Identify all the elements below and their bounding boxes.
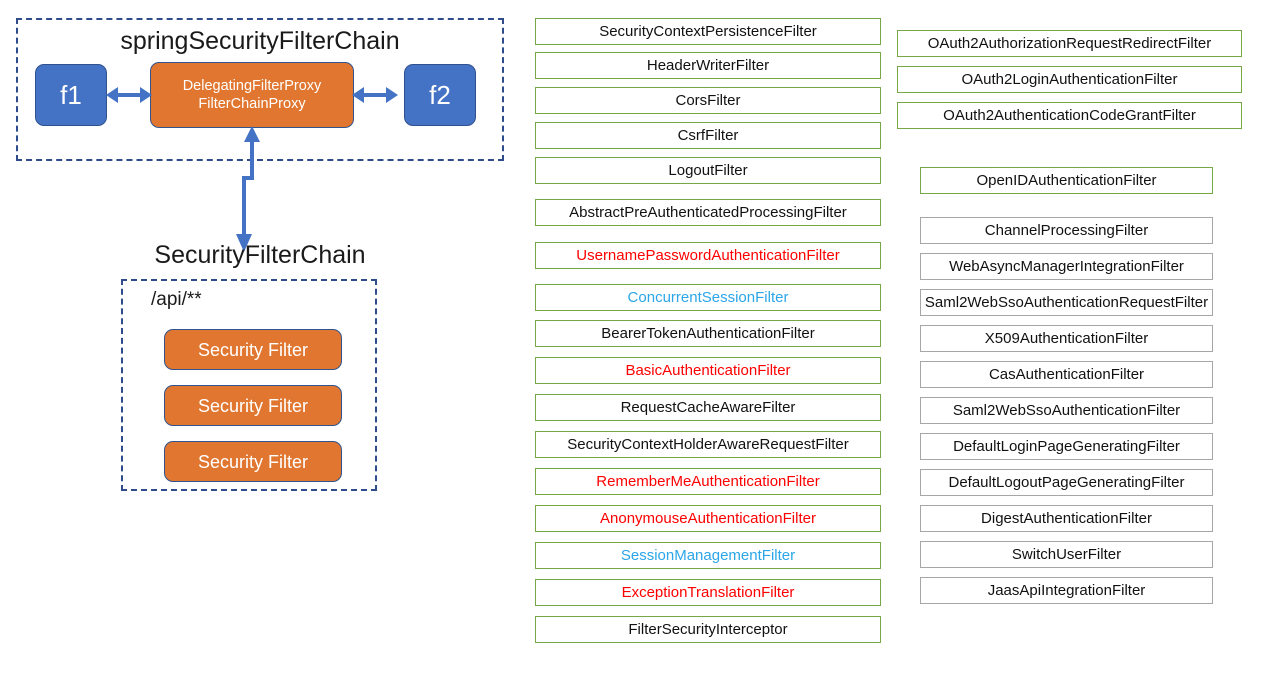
filter-box-label: WebAsyncManagerIntegrationFilter [949, 258, 1184, 275]
filter-box-label: JaasApiIntegrationFilter [987, 582, 1146, 599]
filter-box: ChannelProcessingFilter [920, 217, 1213, 244]
filter-box: DigestAuthenticationFilter [920, 505, 1213, 532]
filter-box-label: ChannelProcessingFilter [984, 222, 1149, 239]
filter-box-label: DefaultLoginPageGeneratingFilter [953, 438, 1180, 455]
filter-box-label: CsrfFilter [677, 127, 739, 144]
filter-box: SecurityContextHolderAwareRequestFilter [535, 431, 881, 458]
filter-box: UsernamePasswordAuthenticationFilter [535, 242, 881, 269]
node-f2: f2 [404, 64, 476, 126]
filter-box-label: CasAuthenticationFilter [988, 366, 1145, 383]
filter-box: ExceptionTranslationFilter [535, 579, 881, 606]
filter-box-label: RequestCacheAwareFilter [620, 399, 796, 416]
filter-box-label: CorsFilter [675, 92, 741, 109]
spring-security-filter-chain-diagram: springSecurityFilterChain f1 DelegatingF… [0, 0, 520, 687]
filter-box: HeaderWriterFilter [535, 52, 881, 79]
filter-box-label: AbstractPreAuthenticatedProcessingFilter [569, 204, 847, 221]
filter-box-label: UsernamePasswordAuthenticationFilter [576, 247, 840, 264]
filter-box: X509AuthenticationFilter [920, 325, 1213, 352]
filter-box: Saml2WebSsoAuthenticationRequestFilter [920, 289, 1213, 316]
filter-box-label: OAuth2AuthenticationCodeGrantFilter [943, 107, 1196, 124]
filter-box: DefaultLogoutPageGeneratingFilter [920, 469, 1213, 496]
node-delegating-filter-proxy: DelegatingFilterProxy FilterChainProxy [150, 62, 354, 128]
security-filter-label: Security Filter [197, 395, 309, 416]
double-arrow-proxy-to-f2-icon [352, 87, 398, 103]
filter-box: SecurityContextPersistenceFilter [535, 18, 881, 45]
filter-box: OAuth2AuthorizationRequestRedirectFilter [897, 30, 1242, 57]
filter-box: SwitchUserFilter [920, 541, 1213, 568]
filter-box: FilterSecurityInterceptor [535, 616, 881, 643]
proxy-label-line1: DelegatingFilterProxy [182, 78, 322, 94]
filter-box-label: AnonymouseAuthenticationFilter [600, 510, 816, 527]
filter-box: BasicAuthenticationFilter [535, 357, 881, 384]
filter-box-label: OAuth2AuthorizationRequestRedirectFilter [927, 35, 1212, 52]
filter-box-label: RememberMeAuthenticationFilter [596, 473, 820, 490]
filter-box-label: Saml2WebSsoAuthenticationFilter [952, 402, 1181, 419]
security-filter-box: Security Filter [164, 329, 342, 370]
filter-box-label: X509AuthenticationFilter [984, 330, 1149, 347]
oauth2-filter-column: OAuth2AuthorizationRequestRedirectFilter… [897, 30, 1242, 129]
filter-box-label: ConcurrentSessionFilter [627, 289, 789, 306]
inner-chain-title: SecurityFilterChain [154, 241, 366, 269]
security-filter-box: Security Filter [164, 385, 342, 426]
filter-box: AbstractPreAuthenticatedProcessingFilter [535, 199, 881, 226]
filter-box: OAuth2LoginAuthenticationFilter [897, 66, 1242, 93]
filter-box: RequestCacheAwareFilter [535, 394, 881, 421]
filter-box: SessionManagementFilter [535, 542, 881, 569]
node-f1: f1 [35, 64, 107, 126]
filter-box: CorsFilter [535, 87, 881, 114]
proxy-label-line2: FilterChainProxy [198, 96, 306, 112]
filter-box-label: SessionManagementFilter [620, 547, 796, 564]
outer-filter-chain-container [16, 18, 504, 161]
filter-box: JaasApiIntegrationFilter [920, 577, 1213, 604]
filter-box: OpenIDAuthenticationFilter [920, 167, 1213, 194]
api-path-pattern: /api/** [151, 289, 202, 310]
filter-box: DefaultLoginPageGeneratingFilter [920, 433, 1213, 460]
filter-box: CsrfFilter [535, 122, 881, 149]
filter-box-label: OpenIDAuthenticationFilter [976, 172, 1157, 189]
outer-chain-title: springSecurityFilterChain [120, 27, 400, 55]
filter-box: OAuth2AuthenticationCodeGrantFilter [897, 102, 1242, 129]
filter-box: AnonymouseAuthenticationFilter [535, 505, 881, 532]
security-filter-label: Security Filter [197, 339, 309, 360]
filter-box-label: SwitchUserFilter [1011, 546, 1122, 563]
filter-box: LogoutFilter [535, 157, 881, 184]
filter-box: ConcurrentSessionFilter [535, 284, 881, 311]
filter-box-label: ExceptionTranslationFilter [621, 584, 795, 601]
filter-box-label: LogoutFilter [668, 162, 748, 179]
security-filter-chain-container [121, 279, 377, 491]
security-filter-box: Security Filter [164, 441, 342, 482]
filter-box-label: BasicAuthenticationFilter [625, 362, 791, 379]
filter-box-label: BearerTokenAuthenticationFilter [601, 325, 815, 342]
filter-box: BearerTokenAuthenticationFilter [535, 320, 881, 347]
filter-box-label: DigestAuthenticationFilter [981, 510, 1152, 527]
filter-box-label: Saml2WebSsoAuthenticationRequestFilter [924, 294, 1209, 311]
filter-box: CasAuthenticationFilter [920, 361, 1213, 388]
filter-box-label: OAuth2LoginAuthenticationFilter [961, 71, 1178, 88]
filter-box: Saml2WebSsoAuthenticationFilter [920, 397, 1213, 424]
double-arrow-proxy-to-securityfilterchain-icon [236, 126, 260, 252]
filter-box-label: HeaderWriterFilter [646, 57, 770, 74]
filter-box-label: FilterSecurityInterceptor [628, 621, 788, 638]
node-f1-label: f1 [60, 79, 82, 110]
filter-box-label: SecurityContextHolderAwareRequestFilter [567, 436, 849, 453]
filter-box-label: DefaultLogoutPageGeneratingFilter [948, 474, 1185, 491]
filter-box: RememberMeAuthenticationFilter [535, 468, 881, 495]
node-f2-label: f2 [429, 79, 451, 110]
double-arrow-f1-to-proxy-icon [106, 87, 152, 103]
filter-box-label: SecurityContextPersistenceFilter [599, 23, 817, 40]
security-filter-label: Security Filter [197, 451, 309, 472]
filter-box: WebAsyncManagerIntegrationFilter [920, 253, 1213, 280]
